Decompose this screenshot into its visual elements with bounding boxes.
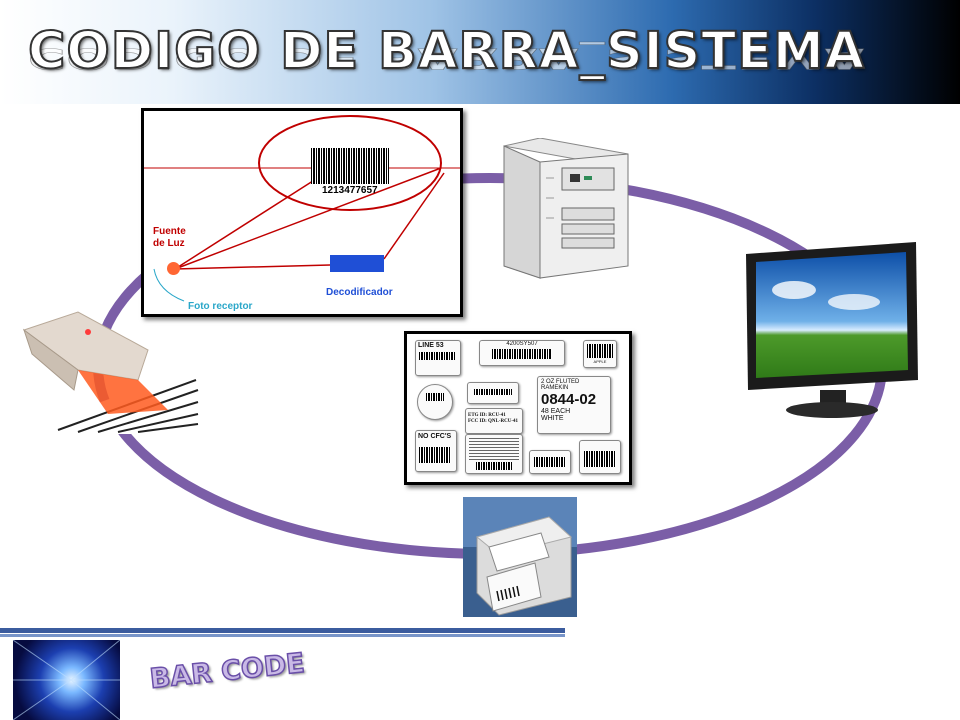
header-band <box>0 0 960 104</box>
etg-text: ETG ID: RCU-41 <box>468 413 506 418</box>
label-right-bottom <box>579 440 621 474</box>
label-apple: APPLE <box>583 340 617 368</box>
light-source-line2: de Luz <box>153 238 185 249</box>
binary-tunnel-lines <box>13 640 120 720</box>
serial-text: 4200SY507 <box>506 341 538 347</box>
label-etg: ETG ID: RCU-41 FCC ID: QNL-RCU-41 <box>465 408 523 434</box>
server-tower-image <box>503 138 629 279</box>
text-block-lines <box>469 438 519 460</box>
ramekin-code: 0844-02 <box>541 391 597 408</box>
photoreceptor-label: Foto receptor <box>188 301 253 312</box>
light-source-label: Fuente de Luz <box>153 226 186 250</box>
label-no-cfcs: NO CFC'S <box>415 430 457 472</box>
barcode-scanner-image <box>22 311 200 434</box>
label-mid-bottom <box>529 450 571 474</box>
ramekin-color: WHITE <box>541 415 564 422</box>
slide-title: CODIGO DE BARRA_SISTEMA <box>27 21 866 82</box>
right-bottom-bars <box>584 451 616 467</box>
small-bars <box>474 389 512 395</box>
text-block-bars <box>476 462 512 470</box>
footer-divider-secondary <box>0 634 565 637</box>
label-ramekin: 2 OZ FLUTED RAMEKIN 0844-02 48 EACH WHIT… <box>537 376 611 434</box>
footer-divider <box>0 628 565 633</box>
ramekin-title: 2 OZ FLUTED RAMEKIN <box>541 379 580 391</box>
label-text-block <box>465 434 523 474</box>
line53-bars <box>419 352 455 360</box>
barcode-graphic <box>311 148 389 184</box>
decoder-label: Decodificador <box>326 287 393 298</box>
no-cfcs-text: NO CFC'S <box>418 433 452 440</box>
mid-bottom-bars <box>534 457 566 467</box>
line53-text: LINE 53 <box>418 342 444 349</box>
scanning-diagram: 1213477657 Fuente de Luz Decodificador F… <box>141 108 463 317</box>
decoder-box <box>330 255 384 272</box>
label-small <box>467 382 519 404</box>
ramekin-each: 48 EACH <box>541 408 571 415</box>
round-bars <box>426 393 444 401</box>
light-source-line1: Fuente <box>153 226 186 237</box>
label-serial: 4200SY507 <box>479 340 565 366</box>
label-round <box>417 384 453 420</box>
no-cfcs-bars <box>419 447 451 463</box>
barcode-labels-sheet: LINE 53 4200SY507 APPLE ETG ID: RCU-41 F… <box>404 331 632 485</box>
label-printer-image <box>463 497 577 617</box>
apple-bars <box>587 344 613 358</box>
serial-bars <box>492 349 552 359</box>
fcc-text: FCC ID: QNL-RCU-41 <box>468 419 518 424</box>
diagram-lines <box>144 115 460 302</box>
apple-text: APPLE <box>593 359 607 364</box>
light-source-dot <box>167 262 180 275</box>
monitor-image <box>746 242 918 418</box>
label-line53: LINE 53 <box>415 340 461 376</box>
barcode-number: 1213477657 <box>322 185 378 196</box>
binary-tunnel-image <box>13 640 120 720</box>
